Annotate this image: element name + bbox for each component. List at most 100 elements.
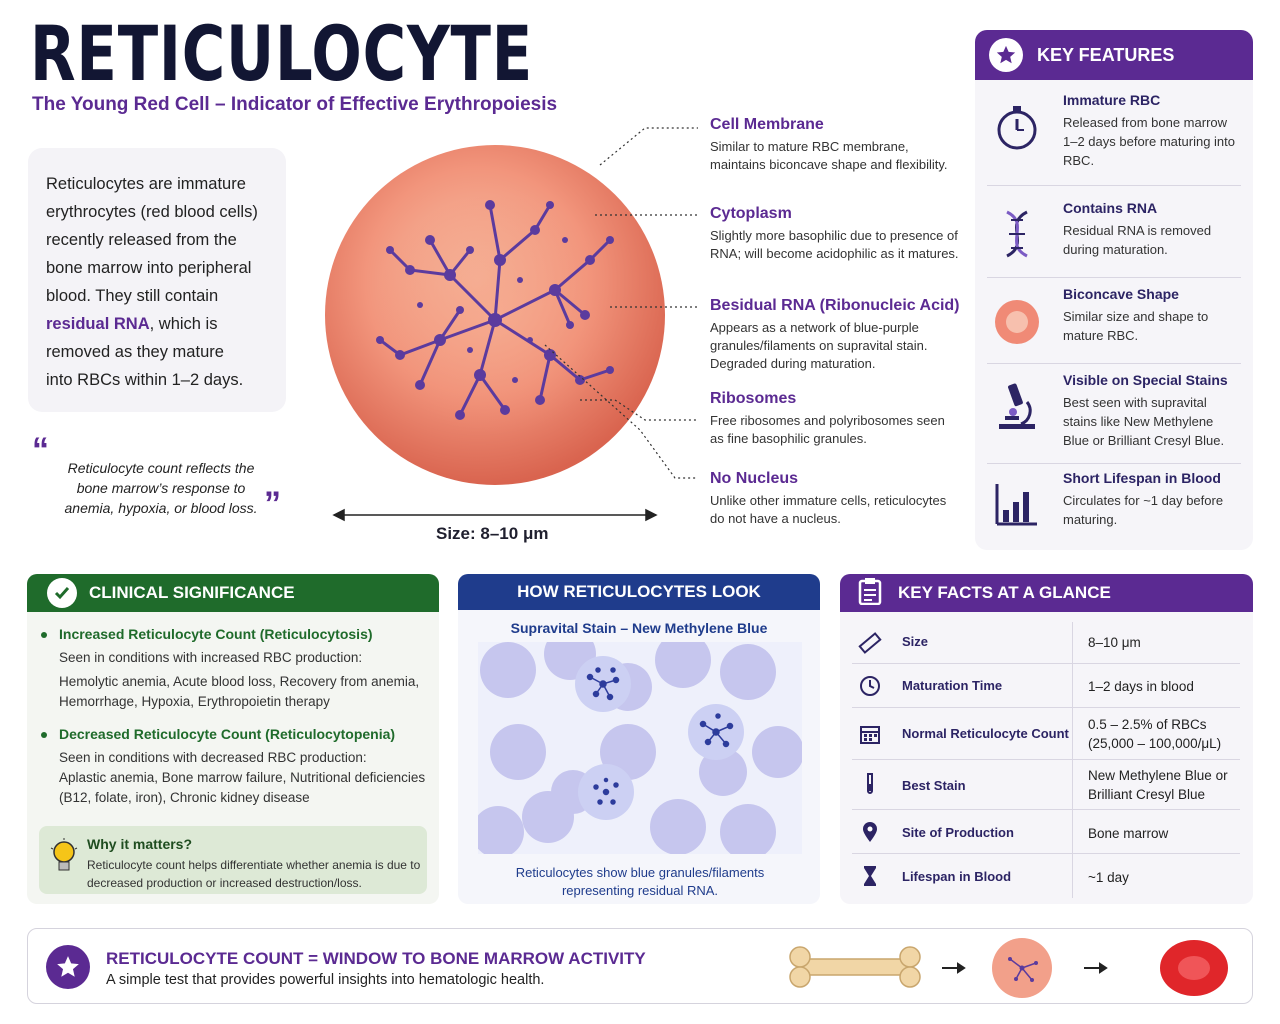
callout-ribosomes: Ribosomes Free ribosomes and polyribosom… (710, 390, 960, 448)
page-subtitle: The Young Red Cell – Indicator of Effect… (32, 94, 558, 115)
why-it-matters-box: Why it matters? Reticulocyte count helps… (39, 826, 427, 894)
fact-divider (1072, 708, 1073, 759)
fact-row: Size 8–10 μm (852, 622, 1240, 664)
clinical-significance-panel: CLINICAL SIGNIFICANCE Increased Reticulo… (27, 574, 439, 904)
arrow-right-icon (942, 962, 966, 974)
callout-body: Slightly more basophilic due to presence… (710, 228, 959, 261)
footer-banner: RETICULOCYTE COUNT = WINDOW TO BONE MARR… (27, 928, 1253, 1004)
bone-icon (789, 946, 921, 988)
footer-subtitle: A simple test that provides powerful ins… (106, 972, 545, 988)
fact-label: Size (902, 634, 929, 649)
feature-body: Circulates for ~1 day before maturing. (1063, 493, 1224, 527)
key-facts-panel: KEY FACTS AT A GLANCE Size 8–10 μm Matur… (840, 574, 1253, 904)
maturation-flow (784, 935, 1244, 999)
decreased-list: Aplastic anemia, Bone marrow failure, Nu… (59, 770, 426, 805)
callout-body: Appears as a network of blue-purple gran… (710, 320, 928, 371)
callout-title: Besidual RNA (Ribonucleic Acid) (710, 297, 960, 314)
fact-label: Best Stain (902, 778, 966, 793)
intro-line: bone marrow into peripheral (46, 259, 252, 277)
clinical-title: CLINICAL SIGNIFICANCE (89, 583, 295, 602)
size-arrow (332, 508, 658, 522)
intro-highlight: residual RNA (46, 315, 150, 333)
star-icon (989, 38, 1023, 72)
red-cell-icon (991, 294, 1043, 346)
callout-title: No Nucleus (710, 470, 799, 487)
key-features-title: KEY FEATURES (1037, 44, 1175, 65)
increased-intro: Seen in conditions with increased RBC pr… (59, 650, 363, 665)
intro-line: blood. They still contain (46, 287, 219, 305)
increased-section: Increased Reticulocyte Count (Reticulocy… (39, 626, 429, 712)
feature-item: Short Lifespan in Blood Circulates for ~… (987, 470, 1241, 550)
fact-value: New Methylene Blue or Brilliant Cresyl B… (1088, 768, 1228, 802)
intro-line: into RBCs within 1–2 days. (46, 371, 244, 389)
callout-leaders (544, 127, 698, 479)
intro-line: residual RNA, which is (46, 310, 272, 338)
fact-divider (1072, 664, 1073, 707)
intro-card: Reticulocytes are immature erythrocytes … (28, 148, 286, 412)
size-label: Size: 8–10 μm (436, 524, 549, 543)
feature-title: Visible on Special Stains (1063, 372, 1228, 388)
clinical-header: CLINICAL SIGNIFICANCE (27, 574, 439, 612)
appearance-subheading: Supravital Stain – New Methylene Blue (510, 620, 768, 636)
fact-row: Lifespan in Blood ~1 day (852, 854, 1240, 898)
fact-label: Normal Reticulocyte Count (902, 726, 1069, 741)
key-facts-title: KEY FACTS AT A GLANCE (898, 583, 1111, 602)
callout-no-nucleus: No Nucleus Unlike other immature cells, … (710, 470, 960, 528)
feature-title: Immature RBC (1063, 92, 1161, 108)
callout-body: Unlike other immature cells, reticulocyt… (710, 493, 947, 526)
key-features-panel: KEY FEATURES Immature RBC Released from … (975, 30, 1253, 550)
lightbulb-icon (49, 838, 79, 883)
intro-line: removed as they mature (46, 343, 224, 361)
check-circle-icon (47, 578, 77, 608)
feature-title: Short Lifespan in Blood (1063, 470, 1221, 486)
stopwatch-icon (991, 100, 1043, 152)
why-title: Why it matters? (87, 836, 193, 852)
increased-title: Increased Reticulocyte Count (Reticulocy… (39, 626, 429, 642)
page-title: RETICULOCYTE (30, 9, 534, 98)
feature-body: Residual RNA is removed during maturatio… (1063, 223, 1212, 257)
arrow-right-icon (1084, 962, 1108, 974)
calendar-icon (858, 722, 882, 746)
fact-label: Site of Production (902, 825, 1014, 840)
fact-divider (1072, 622, 1073, 663)
microscope-icon (991, 380, 1043, 432)
intro-line: recently released from the (46, 231, 237, 249)
key-facts-header: KEY FACTS AT A GLANCE (840, 574, 1253, 612)
appearance-caption: Reticulocytes show blue granules/filamen… (515, 865, 765, 898)
fact-divider (1072, 854, 1073, 898)
ruler-icon (858, 631, 882, 655)
feature-item: Immature RBC Released from bone marrow 1… (987, 92, 1241, 186)
appearance-panel: HOW RETICULOCYTES LOOK Supravital Stain … (458, 574, 820, 904)
callout-body: Similar to mature RBC membrane, maintain… (710, 139, 948, 172)
fact-divider (1072, 810, 1073, 853)
intro-line: erythrocytes (red blood cells) (46, 203, 258, 221)
callout-title: Cytoplasm (710, 205, 792, 222)
why-body: Reticulocyte count helps differentiate w… (87, 858, 421, 890)
decreased-section: Decreased Reticulocyte Count (Reticulocy… (39, 726, 429, 808)
callout-residual-rna: Besidual RNA (Ribonucleic Acid) Appears … (710, 297, 960, 373)
dna-icon (991, 208, 1043, 260)
quote-open-icon: “ (32, 431, 49, 469)
feature-title: Biconcave Shape (1063, 286, 1179, 302)
intro-line: Reticulocytes are immature (46, 175, 246, 193)
clipboard-icon (858, 577, 882, 610)
clock-icon (858, 674, 882, 698)
decreased-title: Decreased Reticulocyte Count (Reticulocy… (39, 726, 429, 742)
ribosome-granules (376, 200, 614, 420)
fact-row: Best Stain New Methylene Blue or Brillia… (852, 760, 1240, 810)
fact-row: Site of Production Bone marrow (852, 810, 1240, 854)
fact-value: 1–2 days in blood (1088, 679, 1194, 694)
feature-title: Contains RNA (1063, 200, 1158, 216)
callout-body: Free ribosomes and polyribosomes seen as… (710, 413, 945, 446)
fact-value: Bone marrow (1088, 826, 1169, 841)
feature-item: Visible on Special Stains Best seen with… (987, 372, 1241, 464)
intro-line-rest: , which is (149, 315, 218, 333)
location-pin-icon (858, 820, 882, 844)
fact-divider (1072, 760, 1073, 809)
fact-label: Lifespan in Blood (902, 869, 1012, 884)
quote-block: “ Reticulocyte count reflects the bone m… (32, 433, 286, 521)
star-icon (46, 945, 90, 989)
appearance-header: HOW RETICULOCYTES LOOK (458, 574, 820, 610)
test-tube-icon (858, 772, 882, 796)
increased-list: Hemolytic anemia, Acute blood loss, Reco… (59, 674, 420, 709)
